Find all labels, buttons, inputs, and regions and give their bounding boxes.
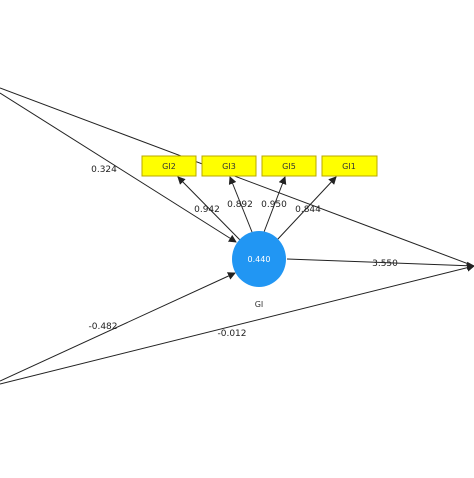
indicator-box	[141, 155, 197, 177]
indicator-gi2: GI2	[141, 155, 197, 177]
indicator-label: GI1	[342, 162, 356, 171]
latent-gi: 0.440 GI	[232, 231, 286, 309]
path-bottom-left-to-right	[0, 263, 474, 385]
loading-arrow-gi2	[177, 176, 241, 241]
indicator-gi1: GI1	[321, 155, 378, 177]
path-top-left-to-gi	[0, 92, 237, 243]
indicator-label: GI2	[162, 162, 176, 171]
latent-name: GI	[255, 300, 264, 309]
path-label-top-left-to-gi: 0.324	[91, 165, 117, 175]
loading-label-gi1: 0.844	[295, 205, 321, 215]
path-bottom-left-to-gi	[0, 272, 236, 382]
indicator-gi3: GI3	[201, 155, 257, 177]
indicator-gi5: GI5	[261, 155, 317, 177]
path-gi-to-right	[286, 258, 474, 270]
path-label-bottom-left-to-right: -0.012	[217, 329, 246, 339]
latent-circle	[232, 231, 286, 287]
loading-label-gi3: 0.892	[227, 200, 253, 210]
indicator-label: GI5	[282, 162, 296, 171]
indicator-box	[261, 155, 317, 177]
loading-arrow-gi3	[228, 176, 253, 233]
loading-arrow-gi1	[276, 176, 337, 241]
path-top-left-to-right	[0, 87, 474, 267]
loading-label-gi5: 0.950	[261, 200, 287, 210]
indicator-box	[321, 155, 378, 177]
indicator-label: GI3	[222, 162, 236, 171]
indicator-box	[201, 155, 257, 177]
latent-r-squared: 0.440	[248, 255, 271, 264]
path-label-bottom-left-to-gi: -0.482	[88, 322, 117, 332]
loading-label-gi2: 0.942	[194, 205, 220, 215]
loading-arrow-gi5	[263, 176, 287, 233]
path-label-gi-to-right: 3.550	[372, 259, 398, 269]
